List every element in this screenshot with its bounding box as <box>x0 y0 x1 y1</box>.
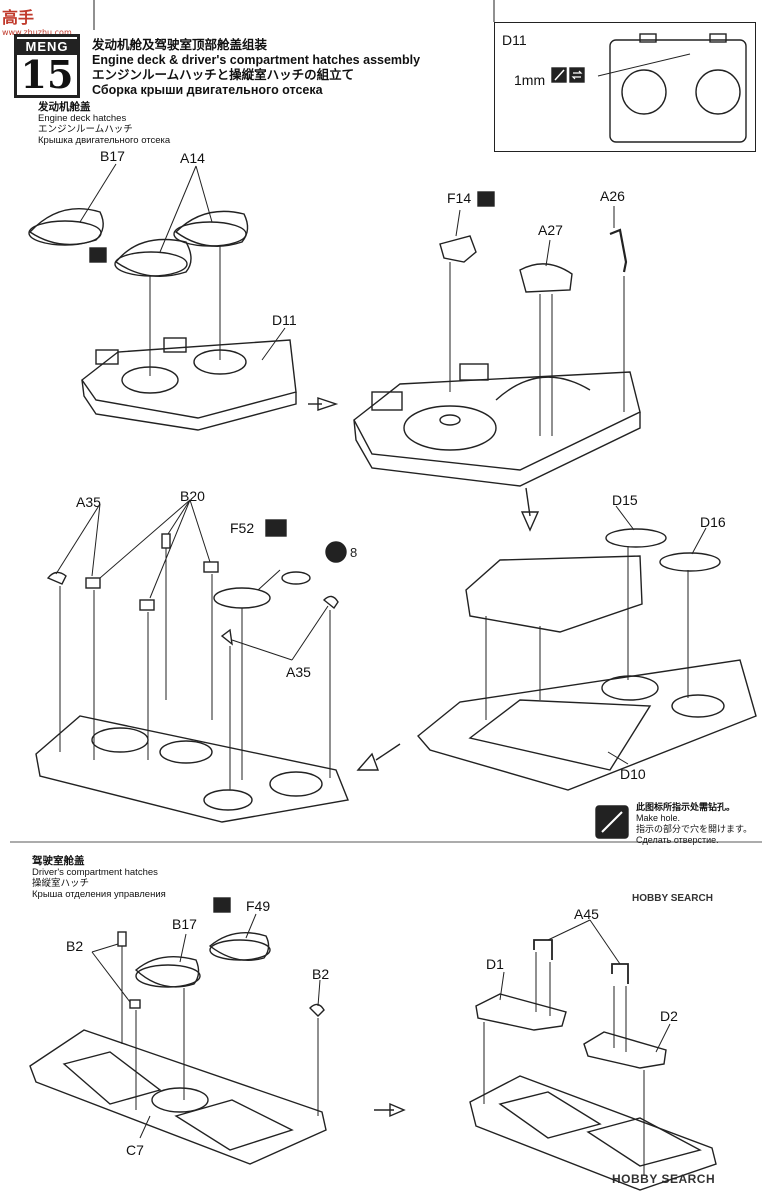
d15-disc <box>605 528 667 548</box>
title-ru: Сборка крыши двигательного отсека <box>92 83 323 97</box>
a45-handle-2 <box>611 963 629 984</box>
label-a14: A14 <box>180 150 205 166</box>
label-b17-bottom: B17 <box>172 916 197 932</box>
d2-hatch <box>583 1031 667 1069</box>
b2-left-part-2 <box>129 999 141 1009</box>
step-title: 发动机舱及驾驶室顶部舱盖组装 Engine deck & driver's co… <box>92 38 420 98</box>
ref-drill-size: 1mm <box>514 72 546 88</box>
watermark-top-sub: www.zhuzhu.com <box>2 28 72 37</box>
label-a45: A45 <box>574 906 599 922</box>
label-f14: F14 <box>447 190 472 206</box>
label-a35-right: A35 <box>286 664 311 680</box>
w8-number: 8 <box>350 545 357 560</box>
label-d11: D11 <box>272 312 297 328</box>
label-d15: D15 <box>612 492 638 508</box>
d11-deck <box>81 337 297 431</box>
d1-hatch <box>475 993 567 1031</box>
section-engine-ru: Крышка двигательного отсека <box>38 135 171 146</box>
label-f49: F49 <box>246 898 271 914</box>
d10-hull-top <box>416 528 757 791</box>
title-en: Engine deck & driver's compartment hatch… <box>92 53 421 67</box>
d11-subassembly <box>465 555 643 633</box>
f14-part <box>439 235 477 263</box>
label-b17-top: B17 <box>100 148 125 164</box>
step-brand: MENG <box>17 39 77 55</box>
f49-dome <box>208 932 270 961</box>
label-f52: F52 <box>230 520 255 536</box>
drill-note: 此图标所指示处需钻孔。 Make hole. 指示の部分で穴を開けます。 Сде… <box>636 802 752 846</box>
label-b2-right: B2 <box>312 966 330 982</box>
watermark-mid: HOBBY SEARCH <box>632 893 713 904</box>
label-b20: B20 <box>180 488 205 504</box>
step-badge: MENG 15 <box>14 34 80 98</box>
section-driver-cn: 驾驶室舱盖 <box>32 855 85 867</box>
title-cn: 发动机舱及驾驶室顶部舱盖组装 <box>92 38 268 52</box>
section-engine-cn: 发动机舱盖 <box>38 101 91 113</box>
b20-clip-3 <box>161 533 171 549</box>
swap-icon-f52 <box>265 519 287 537</box>
w8-badge <box>325 541 347 563</box>
note-ru: Сделать отверстие. <box>636 835 719 845</box>
note-cn: 此图标所指示处需钻孔。 <box>636 802 736 812</box>
label-c7: C7 <box>126 1142 144 1158</box>
note-en: Make hole. <box>636 813 681 823</box>
a27-part <box>519 263 573 293</box>
label-a35-left: A35 <box>76 494 101 510</box>
swap-icon-b17 <box>89 247 107 263</box>
section-engine-heading: 发动机舱盖 Engine deck hatches エンジンルームハッチ Кры… <box>38 101 171 147</box>
drill-reference-box <box>494 22 756 152</box>
label-d16: D16 <box>700 514 726 530</box>
section-driver-ru: Крыша отделения управления <box>32 889 166 900</box>
label-d1: D1 <box>486 956 504 972</box>
swap-icon-f14 <box>477 191 495 207</box>
section-engine-jp: エンジンルームハッチ <box>38 124 133 135</box>
section-engine-en: Engine deck hatches <box>38 113 127 124</box>
f52-disc <box>213 587 271 609</box>
hull-detail-assembly <box>35 715 349 823</box>
b20-clip-1 <box>85 577 101 589</box>
ref-d11-drawing <box>597 33 747 143</box>
section-driver-heading: 驾驶室舱盖 Driver's compartment hatches 操縦室ハッ… <box>32 855 166 901</box>
section-driver-jp: 操縦室ハッチ <box>32 878 90 889</box>
d1-d2-assembly <box>469 1075 717 1191</box>
b17-dome-bottom <box>134 955 200 988</box>
label-d2: D2 <box>660 1008 678 1024</box>
a35-clip-1 <box>46 571 67 585</box>
watermark-bottom: HOBBY SEARCH <box>612 1172 716 1186</box>
watermark-top: 高手 www.zhuzhu.com <box>2 4 72 37</box>
a35-clip-2 <box>220 628 233 646</box>
label-b2-left: B2 <box>66 938 84 954</box>
b2-left-part <box>117 931 127 947</box>
note-jp: 指示の部分で穴を開けます。 <box>636 824 753 834</box>
swap-icon <box>569 67 585 83</box>
a35-clip-3 <box>322 595 339 610</box>
b20-clip-4 <box>203 561 219 573</box>
label-d10: D10 <box>620 766 646 782</box>
b17-dome-top <box>28 208 104 246</box>
a45-handle-1 <box>533 939 553 960</box>
title-jp: エンジンルームハッチと操縦室ハッチの組立て <box>92 68 355 82</box>
ref-part-label: D11 <box>502 32 527 48</box>
step-number: 15 <box>20 52 74 97</box>
d16-disc <box>659 552 721 572</box>
swap-icon-f49 <box>213 897 231 913</box>
b20-clip-2 <box>139 599 155 611</box>
c7-driver-plate <box>29 1029 327 1165</box>
a26-part <box>609 228 628 273</box>
w8-mesh <box>281 571 311 585</box>
label-a26: A26 <box>600 188 625 204</box>
d11-assembled <box>353 363 641 487</box>
watermark-top-text: 高手 <box>2 8 35 27</box>
a14-dome-2 <box>174 210 249 247</box>
section-driver-en: Driver's compartment hatches <box>32 867 158 878</box>
b2-right-part <box>309 1003 325 1017</box>
label-a27: A27 <box>538 222 563 238</box>
